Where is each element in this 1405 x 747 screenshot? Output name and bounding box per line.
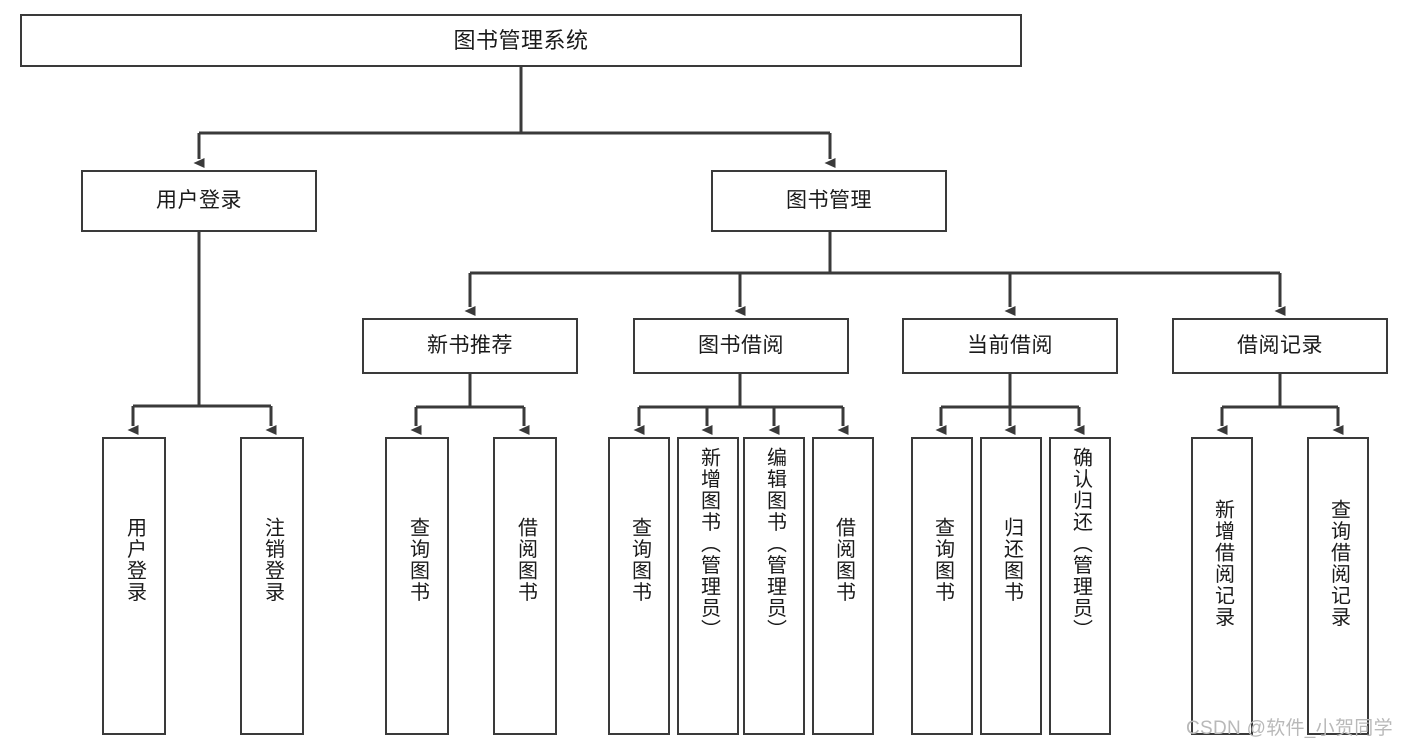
leaf-borrow-query-book[interactable]: 查询图书 xyxy=(608,437,670,735)
leaf-current-query-book[interactable]: 查询图书 xyxy=(911,437,973,735)
leaf-user-logout[interactable]: 注销登录 xyxy=(240,437,304,735)
node-book-borrow[interactable]: 图书借阅 xyxy=(633,318,849,374)
leaf-record-query-record[interactable]: 查询借阅记录 xyxy=(1307,437,1369,735)
leaf-newbook-borrow-book-label: 借阅图书 xyxy=(514,517,537,603)
leaf-borrow-add-book-label: 新增图书（管理员） xyxy=(697,447,720,641)
leaf-borrow-borrow-book[interactable]: 借阅图书 xyxy=(812,437,874,735)
leaf-borrow-query-book-label: 查询图书 xyxy=(628,517,651,603)
leaf-borrow-borrow-book-label: 借阅图书 xyxy=(832,517,855,603)
node-book-borrow-label: 图书借阅 xyxy=(698,333,784,357)
node-current-borrow[interactable]: 当前借阅 xyxy=(902,318,1118,374)
leaf-user-login-label: 用户登录 xyxy=(123,517,146,603)
leaf-current-confirm-return-label: 确认归还（管理员） xyxy=(1069,447,1092,641)
node-new-book-recommend[interactable]: 新书推荐 xyxy=(362,318,578,374)
leaf-record-add-record-label: 新增借阅记录 xyxy=(1211,499,1234,628)
node-book-management-label: 图书管理 xyxy=(786,188,872,212)
leaf-current-return-book[interactable]: 归还图书 xyxy=(980,437,1042,735)
node-current-borrow-label: 当前借阅 xyxy=(967,333,1053,357)
node-user-login[interactable]: 用户登录 xyxy=(81,170,317,232)
node-root[interactable]: 图书管理系统 xyxy=(20,14,1022,67)
node-new-book-recommend-label: 新书推荐 xyxy=(427,333,513,357)
leaf-record-query-record-label: 查询借阅记录 xyxy=(1327,499,1350,628)
leaf-borrow-edit-book[interactable]: 编辑图书（管理员） xyxy=(743,437,805,735)
leaf-newbook-borrow-book[interactable]: 借阅图书 xyxy=(493,437,557,735)
csdn-watermark: CSDN @软件_小贺同学 xyxy=(1186,718,1393,739)
node-borrow-record[interactable]: 借阅记录 xyxy=(1172,318,1388,374)
leaf-record-add-record[interactable]: 新增借阅记录 xyxy=(1191,437,1253,735)
leaf-current-return-book-label: 归还图书 xyxy=(1000,517,1023,603)
leaf-borrow-add-book[interactable]: 新增图书（管理员） xyxy=(677,437,739,735)
leaf-current-query-book-label: 查询图书 xyxy=(931,517,954,603)
leaf-user-logout-label: 注销登录 xyxy=(261,517,284,603)
leaf-newbook-query-book[interactable]: 查询图书 xyxy=(385,437,449,735)
leaf-borrow-edit-book-label: 编辑图书（管理员） xyxy=(763,447,786,641)
leaf-newbook-query-book-label: 查询图书 xyxy=(406,517,429,603)
node-root-label: 图书管理系统 xyxy=(453,27,589,53)
node-user-login-label: 用户登录 xyxy=(156,188,242,212)
node-borrow-record-label: 借阅记录 xyxy=(1237,333,1323,357)
leaf-current-confirm-return[interactable]: 确认归还（管理员） xyxy=(1049,437,1111,735)
node-book-management[interactable]: 图书管理 xyxy=(711,170,947,232)
leaf-user-login[interactable]: 用户登录 xyxy=(102,437,166,735)
